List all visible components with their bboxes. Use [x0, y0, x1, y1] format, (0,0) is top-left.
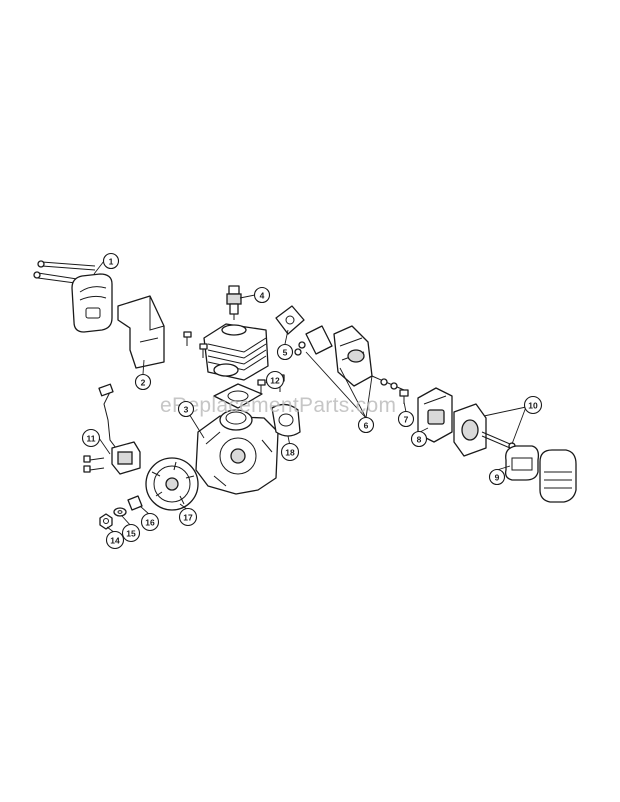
muffler-part: [33, 260, 113, 333]
callout-5-label: 5: [283, 348, 288, 358]
cylinder-screws: [183, 331, 266, 394]
air-filter-part: [504, 445, 540, 481]
callout-11-label: 11: [87, 434, 96, 444]
callout-15-label: 15: [126, 529, 136, 539]
callout-7-label: 7: [404, 415, 409, 425]
carburetor-part: [294, 325, 405, 391]
callout-12-label: 12: [270, 376, 280, 386]
callout-2[interactable]: 2: [134, 373, 152, 391]
callout-16[interactable]: 16: [140, 512, 160, 532]
ignition-module-part: [83, 383, 141, 475]
callout-7[interactable]: 7: [397, 410, 415, 428]
air-filter-cover-part: [539, 449, 577, 503]
callout-18[interactable]: 18: [280, 442, 300, 462]
callout-1[interactable]: 1: [102, 252, 120, 270]
callout-8[interactable]: 8: [410, 430, 428, 448]
flywheel-nut-part: [99, 513, 113, 530]
callout-18-label: 18: [285, 448, 295, 458]
leader-lines: [93, 260, 527, 534]
callout-16-label: 16: [145, 518, 155, 528]
spark-plug-part: [226, 285, 242, 320]
callout-11[interactable]: 11: [81, 428, 101, 448]
callout-3[interactable]: 3: [177, 400, 195, 418]
muffler-shield-part: [117, 295, 165, 369]
callout-14-label: 14: [110, 536, 120, 546]
cylinder-part: [203, 323, 269, 381]
callout-6[interactable]: 6: [357, 416, 375, 434]
callout-14[interactable]: 14: [105, 530, 125, 550]
carburetor-gasket-part: [275, 305, 305, 335]
callout-17[interactable]: 17: [178, 507, 198, 527]
callout-4-label: 4: [260, 291, 265, 301]
flywheel-key-part: [127, 495, 143, 511]
callout-2-label: 2: [141, 378, 146, 388]
callout-8-label: 8: [417, 435, 422, 445]
callout-4[interactable]: 4: [253, 286, 271, 304]
fitting-part: [399, 389, 409, 404]
callout-5[interactable]: 5: [276, 343, 294, 361]
callout-17-label: 17: [183, 513, 193, 523]
callout-12[interactable]: 12: [265, 370, 285, 390]
watermark: eReplacementParts.com: [160, 394, 396, 417]
washer-part: [113, 507, 127, 517]
intake-adapter-part: [271, 403, 301, 437]
callout-10-label: 10: [528, 401, 538, 411]
flywheel-part: [145, 457, 199, 511]
callout-6-label: 6: [364, 421, 369, 431]
callout-1-label: 1: [109, 257, 114, 267]
air-filter-plate-part: [453, 403, 516, 457]
callout-10[interactable]: 10: [523, 395, 543, 415]
crankcase-part: [195, 409, 279, 495]
callout-15[interactable]: 15: [121, 523, 141, 543]
cylinder-gasket-part: [213, 383, 263, 409]
callout-9-label: 9: [495, 473, 500, 483]
callout-9[interactable]: 9: [488, 468, 506, 486]
callout-3-label: 3: [184, 405, 189, 415]
